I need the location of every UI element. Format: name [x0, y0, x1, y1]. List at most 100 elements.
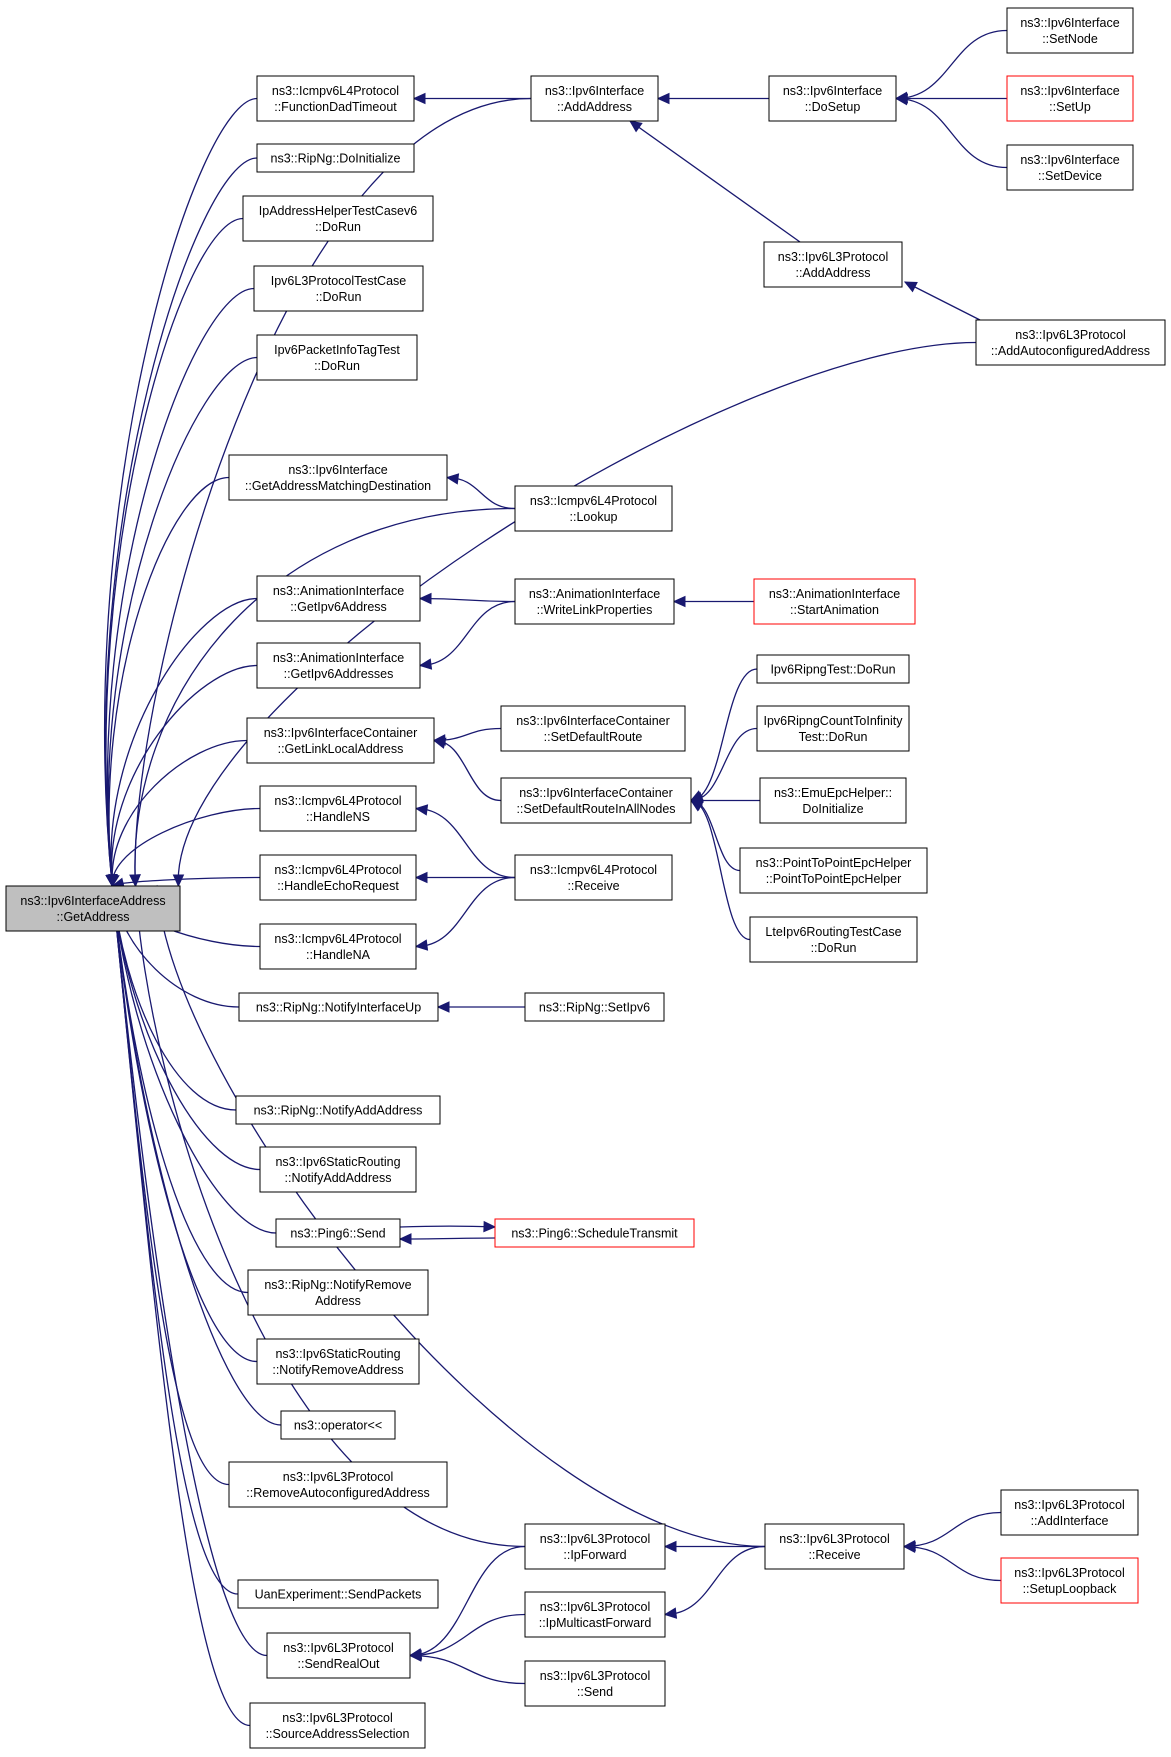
node-raa[interactable]: ns3::Ipv6L3Protocol::RemoveAutoconfigure… — [228, 1461, 448, 1508]
node-label: ::SourceAddressSelection — [266, 1727, 410, 1741]
node-aaa[interactable]: ns3::Ipv6L3Protocol::AddAutoconfiguredAd… — [975, 319, 1166, 366]
node-uan[interactable]: UanExperiment::SendPackets — [237, 1579, 439, 1609]
arrowhead — [445, 473, 460, 485]
node-label: ns3::Icmpv6L4Protocol — [274, 794, 401, 808]
node-box — [259, 785, 417, 832]
node-addif[interactable]: ns3::Ipv6L3Protocol::AddInterface — [1000, 1489, 1139, 1536]
nodes: ns3::Ipv6InterfaceAddress::GetAddressns3… — [5, 7, 1166, 1749]
edge-l3recv-to-root — [152, 884, 766, 1548]
node-emu[interactable]: ns3::EmuEpcHelper::DoInitialize — [759, 777, 907, 824]
node-label: Address — [315, 1294, 361, 1308]
arrowhead — [414, 804, 429, 816]
node-sdran[interactable]: ns3::Ipv6InterfaceContainer::SetDefaultR… — [500, 777, 692, 824]
node-dosetup[interactable]: ns3::Ipv6Interface::DoSetup — [768, 75, 897, 122]
arrowhead — [418, 658, 433, 670]
edge-ipmf-to-sro — [408, 1613, 526, 1661]
node-box — [256, 334, 418, 381]
node-label: ::StartAnimation — [790, 603, 879, 617]
edge-agia-to-root — [105, 597, 258, 888]
node-fdt[interactable]: ns3::Icmpv6L4Protocol::FunctionDadTimeou… — [256, 75, 415, 122]
node-label: Ipv6L3ProtocolTestCase — [271, 274, 407, 288]
node-label: ::DoSetup — [805, 100, 861, 114]
node-setlb[interactable]: ns3::Ipv6L3Protocol::SetupLoopback — [1000, 1557, 1139, 1604]
node-naa[interactable]: ns3::RipNg::NotifyAddAddress — [235, 1095, 441, 1125]
edge-lookup-to-root — [129, 507, 516, 888]
node-hns[interactable]: ns3::Icmpv6L4Protocol::HandleNS — [259, 785, 417, 832]
node-ifaa[interactable]: ns3::Ipv6Interface::AddAddress — [530, 75, 659, 122]
node-glla[interactable]: ns3::Ipv6InterfaceContainer::GetLinkLoca… — [246, 717, 435, 764]
node-iahtc[interactable]: IpAddressHelperTestCasev6::DoRun — [242, 195, 434, 242]
edge-line — [111, 885, 268, 1657]
node-agia[interactable]: ns3::AnimationInterface::GetIpv6Address — [256, 575, 421, 622]
node-sdr[interactable]: ns3::Ipv6InterfaceContainer::SetDefaultR… — [500, 705, 686, 752]
node-box — [500, 705, 686, 752]
node-icmprecv[interactable]: ns3::Icmpv6L4Protocol::Receive — [514, 854, 673, 901]
node-label: ::DoRun — [314, 359, 360, 373]
node-label: ns3::Ipv6L3Protocol — [283, 1641, 394, 1655]
node-box — [266, 1632, 411, 1679]
node-setup[interactable]: ns3::Ipv6Interface::SetUp — [1006, 75, 1134, 122]
edge-line — [690, 668, 758, 802]
node-ipmf[interactable]: ns3::Ipv6L3Protocol::IpMulticastForward — [524, 1591, 666, 1638]
node-srnaa[interactable]: ns3::Ipv6StaticRouting::NotifyAddAddress — [259, 1146, 417, 1193]
node-label: ns3::Ipv6InterfaceContainer — [516, 714, 670, 728]
node-box — [1000, 1557, 1139, 1604]
node-box — [275, 1218, 401, 1248]
edge-line — [177, 341, 977, 887]
node-l3tc[interactable]: Ipv6L3ProtocolTestCase::DoRun — [253, 265, 424, 312]
node-niu[interactable]: ns3::RipNg::NotifyInterfaceUp — [238, 992, 439, 1022]
edge-line — [629, 120, 801, 243]
node-her[interactable]: ns3::Icmpv6L4Protocol::HandleEchoRequest — [259, 854, 417, 901]
node-pitt[interactable]: Ipv6PacketInfoTagTest::DoRun — [256, 334, 418, 381]
node-label: ::GetIpv6Addresses — [284, 667, 394, 681]
node-box — [249, 1702, 426, 1749]
node-startanim[interactable]: ns3::AnimationInterface::StartAnimation — [753, 578, 916, 625]
edge-line — [103, 97, 258, 887]
edge-line — [107, 356, 258, 887]
node-box — [256, 1338, 420, 1385]
node-label: ns3::Ipv6StaticRouting — [275, 1347, 400, 1361]
node-label: ::SetupLoopback — [1023, 1582, 1118, 1596]
node-ripInit[interactable]: ns3::RipNg::DoInitialize — [256, 143, 415, 173]
node-setipv6[interactable]: ns3::RipNg::SetIpv6 — [524, 992, 665, 1022]
node-lte[interactable]: LteIpv6RoutingTestCase::DoRun — [749, 916, 918, 963]
arrowhead — [903, 281, 918, 293]
arrowhead — [663, 1540, 677, 1553]
node-psend[interactable]: ns3::Ping6::Send — [275, 1218, 401, 1248]
node-wlp[interactable]: ns3::AnimationInterface::WriteLinkProper… — [514, 578, 675, 625]
node-setdev[interactable]: ns3::Ipv6Interface::SetDevice — [1006, 144, 1134, 191]
edge-ifaa-to-fdt — [412, 92, 531, 105]
edge-line — [104, 157, 258, 887]
node-schedtx[interactable]: ns3::Ping6::ScheduleTransmit — [494, 1218, 695, 1248]
node-ipfwd[interactable]: ns3::Ipv6L3Protocol::IpForward — [524, 1523, 666, 1570]
node-label: ns3::Icmpv6L4Protocol — [530, 494, 657, 508]
node-box — [246, 717, 435, 764]
node-riptest[interactable]: Ipv6RipngTest::DoRun — [756, 654, 910, 684]
node-label: ::HandleNS — [306, 810, 370, 824]
node-l3send[interactable]: ns3::Ipv6L3Protocol::Send — [524, 1660, 666, 1707]
node-op[interactable]: ns3::operator<< — [280, 1410, 396, 1440]
node-label: ns3::Icmpv6L4Protocol — [274, 863, 401, 877]
node-p2p[interactable]: ns3::PointToPointEpcHelper::PointToPoint… — [739, 847, 928, 894]
node-gamd[interactable]: ns3::Ipv6Interface::GetAddressMatchingDe… — [228, 454, 448, 501]
node-label: ns3::operator<< — [294, 1419, 382, 1433]
node-agias[interactable]: ns3::AnimationInterface::GetIpv6Addresse… — [256, 642, 421, 689]
node-box — [524, 992, 665, 1022]
node-l3recv[interactable]: ns3::Ipv6L3Protocol::Receive — [764, 1523, 905, 1570]
node-root[interactable]: ns3::Ipv6InterfaceAddress::GetAddress — [5, 885, 181, 932]
edge-l3recv-to-ipfwd — [663, 1540, 765, 1553]
node-l3aa[interactable]: ns3::Ipv6L3Protocol::AddAddress — [763, 241, 903, 288]
node-label: ns3::Ipv6Interface — [1020, 16, 1119, 30]
node-srnra[interactable]: ns3::Ipv6StaticRouting::NotifyRemoveAddr… — [256, 1338, 420, 1385]
node-sas[interactable]: ns3::Ipv6L3Protocol::SourceAddressSelect… — [249, 1702, 426, 1749]
edge-line — [409, 1654, 526, 1685]
node-setnode[interactable]: ns3::Ipv6Interface::SetNode — [1006, 7, 1134, 54]
node-lookup[interactable]: ns3::Icmpv6L4Protocol::Lookup — [514, 485, 673, 532]
node-hna[interactable]: ns3::Icmpv6L4Protocol::HandleNA — [259, 923, 417, 970]
node-nra[interactable]: ns3::RipNg::NotifyRemoveAddress — [247, 1269, 429, 1316]
node-sro[interactable]: ns3::Ipv6L3Protocol::SendRealOut — [266, 1632, 411, 1679]
node-label: ns3::AnimationInterface — [273, 651, 404, 665]
node-box — [247, 1269, 429, 1316]
